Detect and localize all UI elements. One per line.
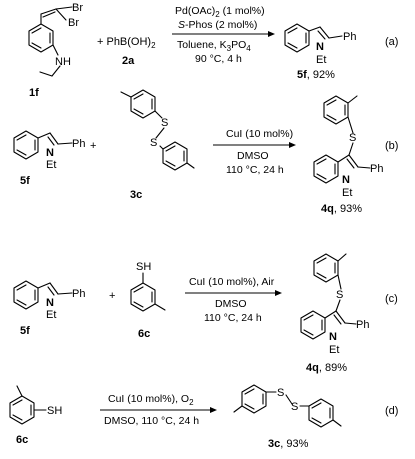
sm-b-label: 5f [20, 175, 30, 187]
sm-d-label: 6c [16, 434, 28, 446]
sm-d-sh: SH [47, 405, 62, 417]
cond-a-1-text: Pd(OAc) [175, 5, 215, 17]
cond-c-3: 110 °C, 24 h [204, 312, 262, 324]
cond-b-1: CuI (10 mol%) [226, 128, 293, 140]
prod-b-label-num: 4q [321, 203, 334, 215]
reagent-c-sh: SH [136, 261, 151, 273]
cond-a-1-tail: (1 mol%) [220, 5, 265, 17]
sm-b-ph: Ph [72, 138, 85, 150]
cond-a-3-sub: 3 [227, 44, 232, 53]
thiol-6c-d-structure [9, 385, 47, 425]
product-4q-c-structure [300, 253, 357, 340]
reaction-b: Ph N Et 5f + S S 3c CuI (10 mol%) DMSO 1… [13, 89, 398, 215]
sm-label-1f: 1f [29, 87, 39, 99]
prod-a-et: Et [316, 54, 326, 66]
prod-a-n: N [316, 41, 324, 53]
sm-c-et: Et [46, 309, 56, 321]
reagent-2a-text: + PhB(OH) [97, 36, 151, 48]
arrowhead-c [275, 290, 282, 296]
sm-1f-structure [28, 6, 73, 77]
cond-c-1: CuI (10 mol%), Air [189, 276, 275, 288]
reagent-b-s1: S [161, 117, 168, 129]
prod-d-label: 3c, 93% [268, 438, 309, 450]
tag-a: (a) [385, 36, 398, 48]
cond-a-2: S-Phos (2 mol%) [178, 19, 257, 31]
prod-a-label: 5f, 92% [297, 69, 335, 81]
prod-c-ph: Ph [356, 319, 369, 331]
prod-c-n: N [329, 331, 337, 343]
cond-d-2: DMSO, 110 °C, 24 h [104, 415, 199, 427]
sm-nh: NH [55, 56, 71, 68]
prod-d-s2: S [291, 401, 298, 413]
reaction-a: Br Br NH 1f + PhB(OH)2 2a Pd(OAc)2 (1 mo… [28, 2, 398, 99]
cond-a-2-text: -Phos (2 mol%) [185, 19, 257, 31]
cond-b-3: 110 °C, 24 h [226, 164, 284, 176]
reagent-label-2a: 2a [122, 55, 135, 67]
prod-b-s: S [349, 132, 356, 144]
sm-5f-b-structure [13, 130, 73, 160]
reaction-c: Ph N Et 5f + SH 6c CuI (10 mol%), Air DM… [13, 253, 398, 374]
prod-d-s1: S [277, 387, 284, 399]
prod-b-et: Et [342, 187, 352, 199]
sm-b-n: N [46, 147, 54, 159]
reagent-2a-formula: + PhB(OH)2 [97, 36, 156, 50]
cond-a-2-ital: S [178, 19, 185, 31]
sm-c-n: N [46, 297, 54, 309]
thiol-6c-c-structure [130, 272, 166, 312]
tag-c: (c) [385, 293, 398, 305]
prod-d-yield: , 93% [280, 438, 308, 450]
cond-a-1-sub: 2 [215, 10, 220, 19]
disulfide-3c-d-structure [233, 384, 342, 428]
prod-b-yield: , 93% [334, 203, 362, 215]
tag-b: (b) [385, 140, 398, 152]
reagent-b-s2: S [150, 137, 157, 149]
sm-c-ph: Ph [72, 288, 85, 300]
tag-d: (d) [385, 405, 398, 417]
sm-c-label: 5f [20, 325, 30, 337]
cond-a-1: Pd(OAc)2 (1 mol%) [175, 5, 265, 19]
arrowhead-d [210, 407, 217, 413]
arrowhead-a [268, 31, 275, 37]
arrowhead-b [289, 142, 296, 148]
cond-d-1-text: CuI (10 mol%), O [108, 393, 189, 405]
prod-c-label: 4q, 89% [306, 362, 347, 374]
plus-c: + [109, 290, 115, 302]
cond-d-1-sub: 2 [189, 398, 194, 407]
cond-d-1: CuI (10 mol%), O2 [108, 393, 194, 407]
prod-c-label-num: 4q [306, 362, 319, 374]
reagent-2a-sub: 2 [151, 41, 156, 50]
plus-b: + [90, 140, 96, 152]
prod-c-et: Et [329, 344, 339, 356]
prod-a-ph: Ph [343, 31, 356, 43]
prod-b-label: 4q, 93% [321, 203, 362, 215]
cond-a-4: 90 °C, 4 h [195, 53, 242, 65]
reaction-d: SH 6c CuI (10 mol%), O2 DMSO, 110 °C, 24… [9, 384, 398, 450]
cond-a-3: Toluene, K3PO4 [177, 39, 251, 53]
sm-b-et: Et [46, 159, 56, 171]
reagent-b-label: 3c [130, 189, 142, 201]
product-4q-b-structure [313, 95, 371, 184]
sm-br2: Br [68, 17, 79, 29]
product-5f-structure [284, 23, 343, 53]
prod-b-n: N [342, 174, 350, 186]
cond-a-3-mid: PO [231, 39, 246, 51]
prod-d-label-num: 3c [268, 438, 280, 450]
cond-a-3-text: Toluene, K [177, 39, 227, 51]
sm-br1: Br [72, 2, 83, 14]
cond-a-3-sub2: 4 [246, 44, 251, 53]
sm-5f-c-structure [13, 280, 73, 310]
prod-a-yield: , 92% [307, 69, 335, 81]
disulfide-3c-structure [120, 89, 195, 171]
prod-c-yield: , 89% [319, 362, 347, 374]
prod-c-s: S [336, 289, 343, 301]
cond-b-2: DMSO [237, 150, 269, 162]
reagent-c-label: 6c [138, 328, 150, 340]
cond-c-2: DMSO [215, 298, 247, 310]
prod-b-ph: Ph [370, 163, 383, 175]
prod-a-label-num: 5f [297, 69, 307, 81]
